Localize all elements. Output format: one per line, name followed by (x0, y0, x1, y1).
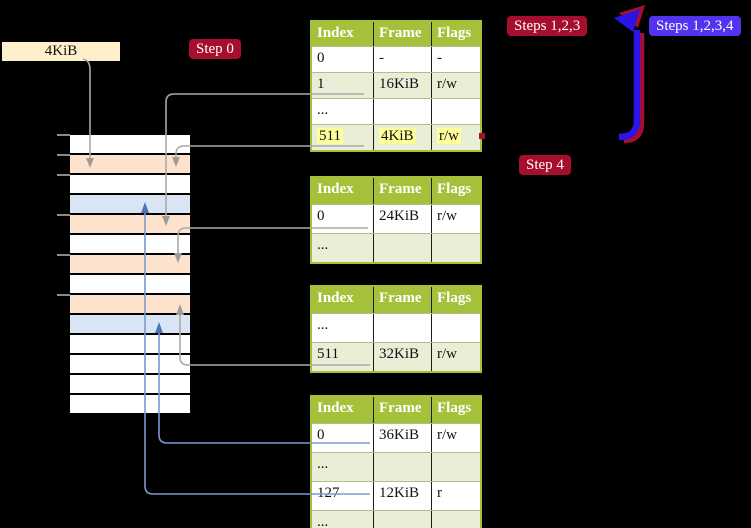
table-header-cell: Index (317, 181, 354, 197)
table-header-cell: Index (317, 400, 354, 416)
memory-frame-row (70, 195, 190, 213)
table-header-cell: Flags (431, 22, 480, 46)
memory-address-tick (57, 154, 70, 156)
table-row: 511 4KiB r/w (312, 124, 480, 150)
table-cell: - (431, 47, 480, 72)
table-cell: ... (317, 456, 329, 472)
table-cell: 0 (317, 208, 325, 224)
table-cell: r/w (431, 125, 480, 150)
table-cell (431, 99, 480, 124)
table-cell: 511 (317, 346, 339, 362)
table-cell (431, 314, 480, 342)
table-cell (373, 234, 431, 262)
memory-address-tick (57, 214, 70, 216)
highlighted-value: 4KiB (379, 128, 416, 144)
table-cell: 24KiB (373, 205, 431, 233)
table-cell: ... (317, 237, 329, 253)
table-cell (373, 453, 431, 481)
table-cell: 127 (317, 485, 340, 501)
table-header-cell: Index (317, 25, 354, 41)
highlighted-value: r/w (437, 128, 461, 144)
badge-steps-1-2-3: Steps 1,2,3 (507, 16, 588, 36)
table-header-cell: Flags (431, 397, 480, 423)
table-cell: ... (317, 102, 329, 118)
table-cell: r/w (431, 73, 480, 98)
table-row: ... (312, 233, 480, 262)
memory-address-tick (57, 254, 70, 256)
table-row: ... (312, 510, 480, 528)
table-cell (431, 234, 480, 262)
table-cell: 0 (317, 50, 325, 66)
memory-frame-row (70, 215, 190, 233)
table-cell: 4KiB (373, 125, 431, 150)
memory-frame-row (70, 395, 190, 413)
table-cell (373, 511, 431, 528)
table-cell: 32KiB (373, 343, 431, 371)
table-row: ... (312, 313, 480, 342)
table-cell: 36KiB (373, 424, 431, 452)
table-header-cell: Index (317, 290, 354, 306)
memory-frame-row (70, 355, 190, 373)
badge-step-0: Step 0 (189, 39, 241, 59)
table-cell: 511 (312, 125, 373, 150)
table-row: 0 -- (312, 46, 480, 72)
table-header-cell: Flags (431, 287, 480, 313)
steps1234-arrow (614, 9, 641, 141)
frame-size-label: 4KiB (2, 42, 120, 61)
memory-frame-row (70, 255, 190, 273)
table-cell: r/w (431, 424, 480, 452)
memory-frame-row (70, 315, 190, 333)
badge-step-4: Step 4 (519, 155, 571, 175)
table-cell: r (431, 482, 480, 510)
highlighted-value: 511 (317, 128, 343, 144)
memory-frame-row (70, 235, 190, 253)
table-cell (431, 453, 480, 481)
memory-frame-row (70, 275, 190, 293)
table-cell (373, 99, 431, 124)
table-header-cell: Frame (373, 287, 431, 313)
table-cell (431, 511, 480, 528)
memory-address-tick (57, 174, 70, 176)
memory-frame-row (70, 375, 190, 393)
table-cell: 1 (317, 76, 325, 92)
badge-steps-1-2-3-4: Steps 1,2,3,4 (649, 16, 741, 36)
memory-frame-row (70, 175, 190, 193)
table-header-cell: Flags (431, 178, 480, 204)
table-row: ... (312, 452, 480, 481)
table-header-cell: Frame (373, 397, 431, 423)
memory-address-tick (57, 294, 70, 296)
table-cell: ... (317, 514, 329, 528)
table-cell (373, 314, 431, 342)
table-header-cell: Frame (373, 22, 431, 46)
table-cell: 0 (317, 427, 325, 443)
table-cell: ... (317, 317, 329, 333)
table-cell: - (373, 47, 431, 72)
memory-frame-row (70, 295, 190, 313)
memory-frame-row (70, 135, 190, 153)
memory-frame-row (70, 335, 190, 353)
memory-address-tick (57, 134, 70, 136)
table-cell: 12KiB (373, 482, 431, 510)
table-cell: 16KiB (373, 73, 431, 98)
table-cell: r/w (431, 205, 480, 233)
table-cell: r/w (431, 343, 480, 371)
memory-frame-row (70, 155, 190, 173)
table-header-cell: Frame (373, 178, 431, 204)
table-row: ... (312, 98, 480, 124)
